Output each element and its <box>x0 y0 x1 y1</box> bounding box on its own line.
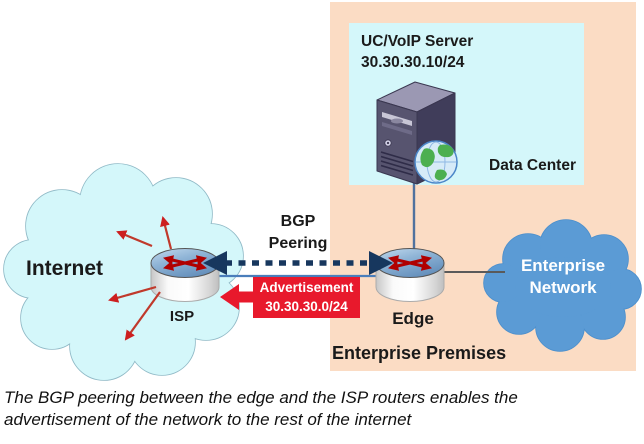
bgp-peering-arrow <box>203 251 393 275</box>
edge-router-label: Edge <box>392 309 434 328</box>
enterprise-network-cloud <box>483 219 642 352</box>
caption-line1: The BGP peering between the edge and the… <box>4 388 518 407</box>
route-propagation-arrows <box>108 216 173 341</box>
advertisement-callout: Advertisement 30.30.30.0/24 <box>253 277 360 318</box>
figure-caption: The BGP peering between the edge and the… <box>4 387 604 431</box>
ucvoip-server-label: UC/VoIP Server 30.30.30.10/24 <box>361 31 473 73</box>
enterprise-premises-label: Enterprise Premises <box>332 343 507 363</box>
caption-line2: advertisement of the network to the rest… <box>4 410 412 429</box>
bgp-label-line2: Peering <box>268 235 328 252</box>
internet-label: Internet <box>26 257 104 280</box>
enterprise-network-label: Enterprise Network <box>498 255 628 299</box>
isp-router-icon <box>151 249 219 302</box>
server-icon <box>376 81 456 185</box>
bgp-peering-label: BGP Peering <box>252 211 344 255</box>
server-ip: 30.30.30.10/24 <box>361 54 465 71</box>
enterprise-network-line2: Network <box>529 278 597 297</box>
advertisement-arrow <box>220 284 254 310</box>
advertisement-title: Advertisement <box>259 280 354 295</box>
bgp-label-line1: BGP <box>280 213 316 230</box>
advertisement-prefix: 30.30.30.0/24 <box>265 298 348 314</box>
enterprise-network-line1: Enterprise <box>520 256 606 275</box>
isp-router-label: ISP <box>169 308 195 325</box>
globe-icon <box>414 140 458 184</box>
data-center-label: Data Center <box>489 157 576 174</box>
internet-cloud <box>3 163 244 381</box>
edge-router-icon <box>376 249 444 302</box>
server-name: UC/VoIP Server <box>361 33 474 50</box>
